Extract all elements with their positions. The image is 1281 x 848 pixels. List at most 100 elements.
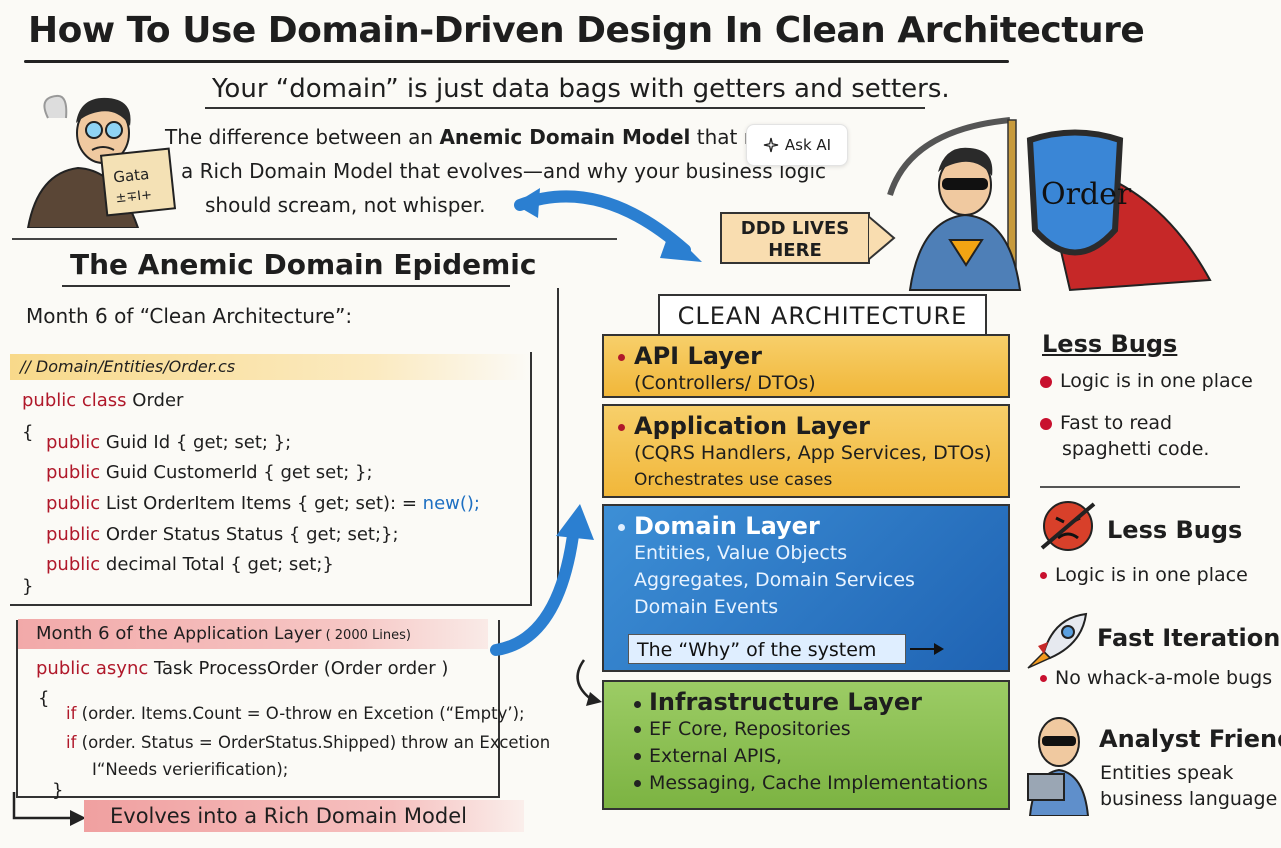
bullet-icon <box>1040 572 1047 579</box>
ask-ai-button[interactable]: Ask AI <box>746 124 848 166</box>
infra-arrow-icon <box>576 659 602 706</box>
application-layer-detail: Orchestrates use cases <box>634 470 833 490</box>
code-line: if (order. Status = OrderStatus.Shipped)… <box>66 733 551 752</box>
glasses-left <box>85 121 103 139</box>
bullet-icon <box>634 780 641 787</box>
bullet-icon <box>634 701 641 708</box>
hair-shape <box>76 97 131 126</box>
sign-line1: Gata <box>112 165 150 187</box>
good-less-bugs-title: Less Bugs <box>1107 516 1243 544</box>
code-line: } <box>22 576 34 597</box>
evolve-arrow-icon <box>12 792 86 826</box>
intro-line1a: The difference between an <box>165 125 440 149</box>
bullet-icon <box>634 753 641 760</box>
anemic-section-title: The Anemic Domain Epidemic <box>70 248 537 281</box>
application-layer-code-box <box>16 620 500 798</box>
bad-item-continued: spaghetti code. <box>1062 438 1210 460</box>
file-path-bar: // Domain/Entities/Order.cs <box>10 354 530 380</box>
domain-why-label: The “Why” of the system <box>628 634 906 664</box>
right-divider <box>1040 486 1240 488</box>
bullet-icon <box>1040 675 1047 682</box>
ddd-lives-here-sign: DDD LIVES HERE <box>720 212 870 264</box>
x-circle-icon <box>1040 418 1052 430</box>
domain-layer-title: Domain Layer <box>618 512 996 540</box>
code-line: { <box>22 422 34 443</box>
application-layer-box: Application Layer (CQRS Handlers, App Se… <box>602 404 1010 498</box>
sign-line2: ±∓I+ <box>115 188 153 207</box>
bad-item: Logic is in one place <box>1040 370 1253 392</box>
domain-arrow-icon <box>490 504 594 656</box>
clean-architecture-title: CLEAN ARCHITECTURE <box>658 294 987 336</box>
api-layer-title: API Layer <box>618 342 996 370</box>
code-line: public List OrderItem Items { get; set):… <box>46 493 480 514</box>
section-divider <box>12 238 617 240</box>
bad-less-bugs-title: Less Bugs <box>1042 330 1178 358</box>
bad-item: Fast to read <box>1040 412 1172 434</box>
hero-hair <box>938 147 993 176</box>
sign-arrow-icon <box>868 214 896 262</box>
shield-label: Order <box>1041 177 1132 212</box>
application-layer-title: Application Layer <box>618 412 996 440</box>
scythe-blade <box>887 117 1011 196</box>
api-layer-detail: (Controllers/ DTOs) <box>634 372 816 394</box>
code-line: { <box>38 688 50 709</box>
subtitle: Your “domain” is just data bags with get… <box>212 74 950 104</box>
angry-bug-icon <box>1040 501 1096 551</box>
fast-iteration-title: Fast Iteration <box>1097 624 1281 652</box>
domain-layer-detail: Domain Events <box>634 596 779 618</box>
evolves-banner: Evolves into a Rich Domain Model <box>84 800 524 832</box>
sad-developer-illustration: Gata ±∓I+ <box>26 94 177 228</box>
code-line: public Order Status Status { get; set;}; <box>46 524 399 545</box>
frown-shape <box>91 146 115 151</box>
curved-arrow-icon <box>514 188 702 262</box>
infrastructure-layer-detail: External APIS, <box>634 743 996 770</box>
superhero-illustration: Order <box>887 117 1212 292</box>
infrastructure-layer-title: Infrastructure Layer <box>634 688 996 716</box>
ask-ai-label: Ask AI <box>784 136 832 154</box>
sparkle-icon <box>763 137 779 153</box>
domain-layer-detail: Aggregates, Domain Services <box>634 569 915 591</box>
analyst-detail: Entities speak <box>1100 762 1234 784</box>
good-item: No whack-a-mole bugs <box>1040 667 1272 689</box>
rocket-icon <box>1027 612 1088 669</box>
code-line: public decimal Total { get; set;} <box>46 554 334 575</box>
order-class-code-box <box>10 352 532 606</box>
good-item: Logic is in one place <box>1040 564 1248 586</box>
infrastructure-layer-detail: Messaging, Cache Implementations <box>634 770 996 797</box>
glasses-right <box>105 121 123 139</box>
order-shield <box>1026 129 1124 256</box>
code-line: } <box>52 780 64 801</box>
code-line: public Guid Id { get; set; }; <box>46 432 292 453</box>
anemic-title-underline <box>62 285 510 287</box>
code-line: public Guid CustomerId { get set; }; <box>46 462 373 483</box>
analyst-illustration <box>1027 717 1090 816</box>
hero-emblem <box>948 239 984 267</box>
code-line: public class Order <box>22 390 184 411</box>
ghost-shape <box>43 94 68 119</box>
code-line: if (order. Items.Count = O-throw en Exce… <box>66 704 525 723</box>
analyst-friendly-title: Analyst Friendly <box>1099 725 1281 753</box>
x-circle-icon <box>1040 376 1052 388</box>
application-layer-detail: (CQRS Handlers, App Services, DTOs) <box>634 442 992 464</box>
subtitle-underline <box>205 107 925 109</box>
intro-text: The difference between an Anemic Domain … <box>165 120 845 222</box>
api-layer-box: API Layer (Controllers/ DTOs) <box>602 334 1010 398</box>
intro-anemic: Anemic Domain Model <box>439 125 691 149</box>
infrastructure-layer-box: Infrastructure Layer EF Core, Repositori… <box>602 680 1010 810</box>
domain-layer-detail: Entities, Value Objects <box>634 542 848 564</box>
cardboard-sign <box>99 147 177 217</box>
infrastructure-layer-detail: EF Core, Repositories <box>634 716 996 743</box>
domain-layer-box: Domain Layer Entities, Value Objects Agg… <box>602 504 1010 672</box>
intro-line3: should scream, not whisper. <box>205 193 486 217</box>
hero-mask <box>942 178 988 190</box>
page-title: How To Use Domain-Driven Design In Clean… <box>28 10 1145 51</box>
month-6-label: Month 6 of “Clean Architecture”: <box>26 304 353 328</box>
anemic-section-border <box>557 288 559 606</box>
analyst-detail: business language <box>1100 788 1278 810</box>
intro-line2: a Rich Domain Model that evolves—and why… <box>181 159 827 183</box>
application-layer-label: Month 6 of the Application Layer ( 2000 … <box>18 619 488 649</box>
bullet-icon <box>634 726 641 733</box>
right-arrow-icon <box>910 643 944 655</box>
code-line: public async Task ProcessOrder (Order or… <box>36 658 449 679</box>
ddd-sign-text: DDD LIVES HERE <box>740 218 850 261</box>
